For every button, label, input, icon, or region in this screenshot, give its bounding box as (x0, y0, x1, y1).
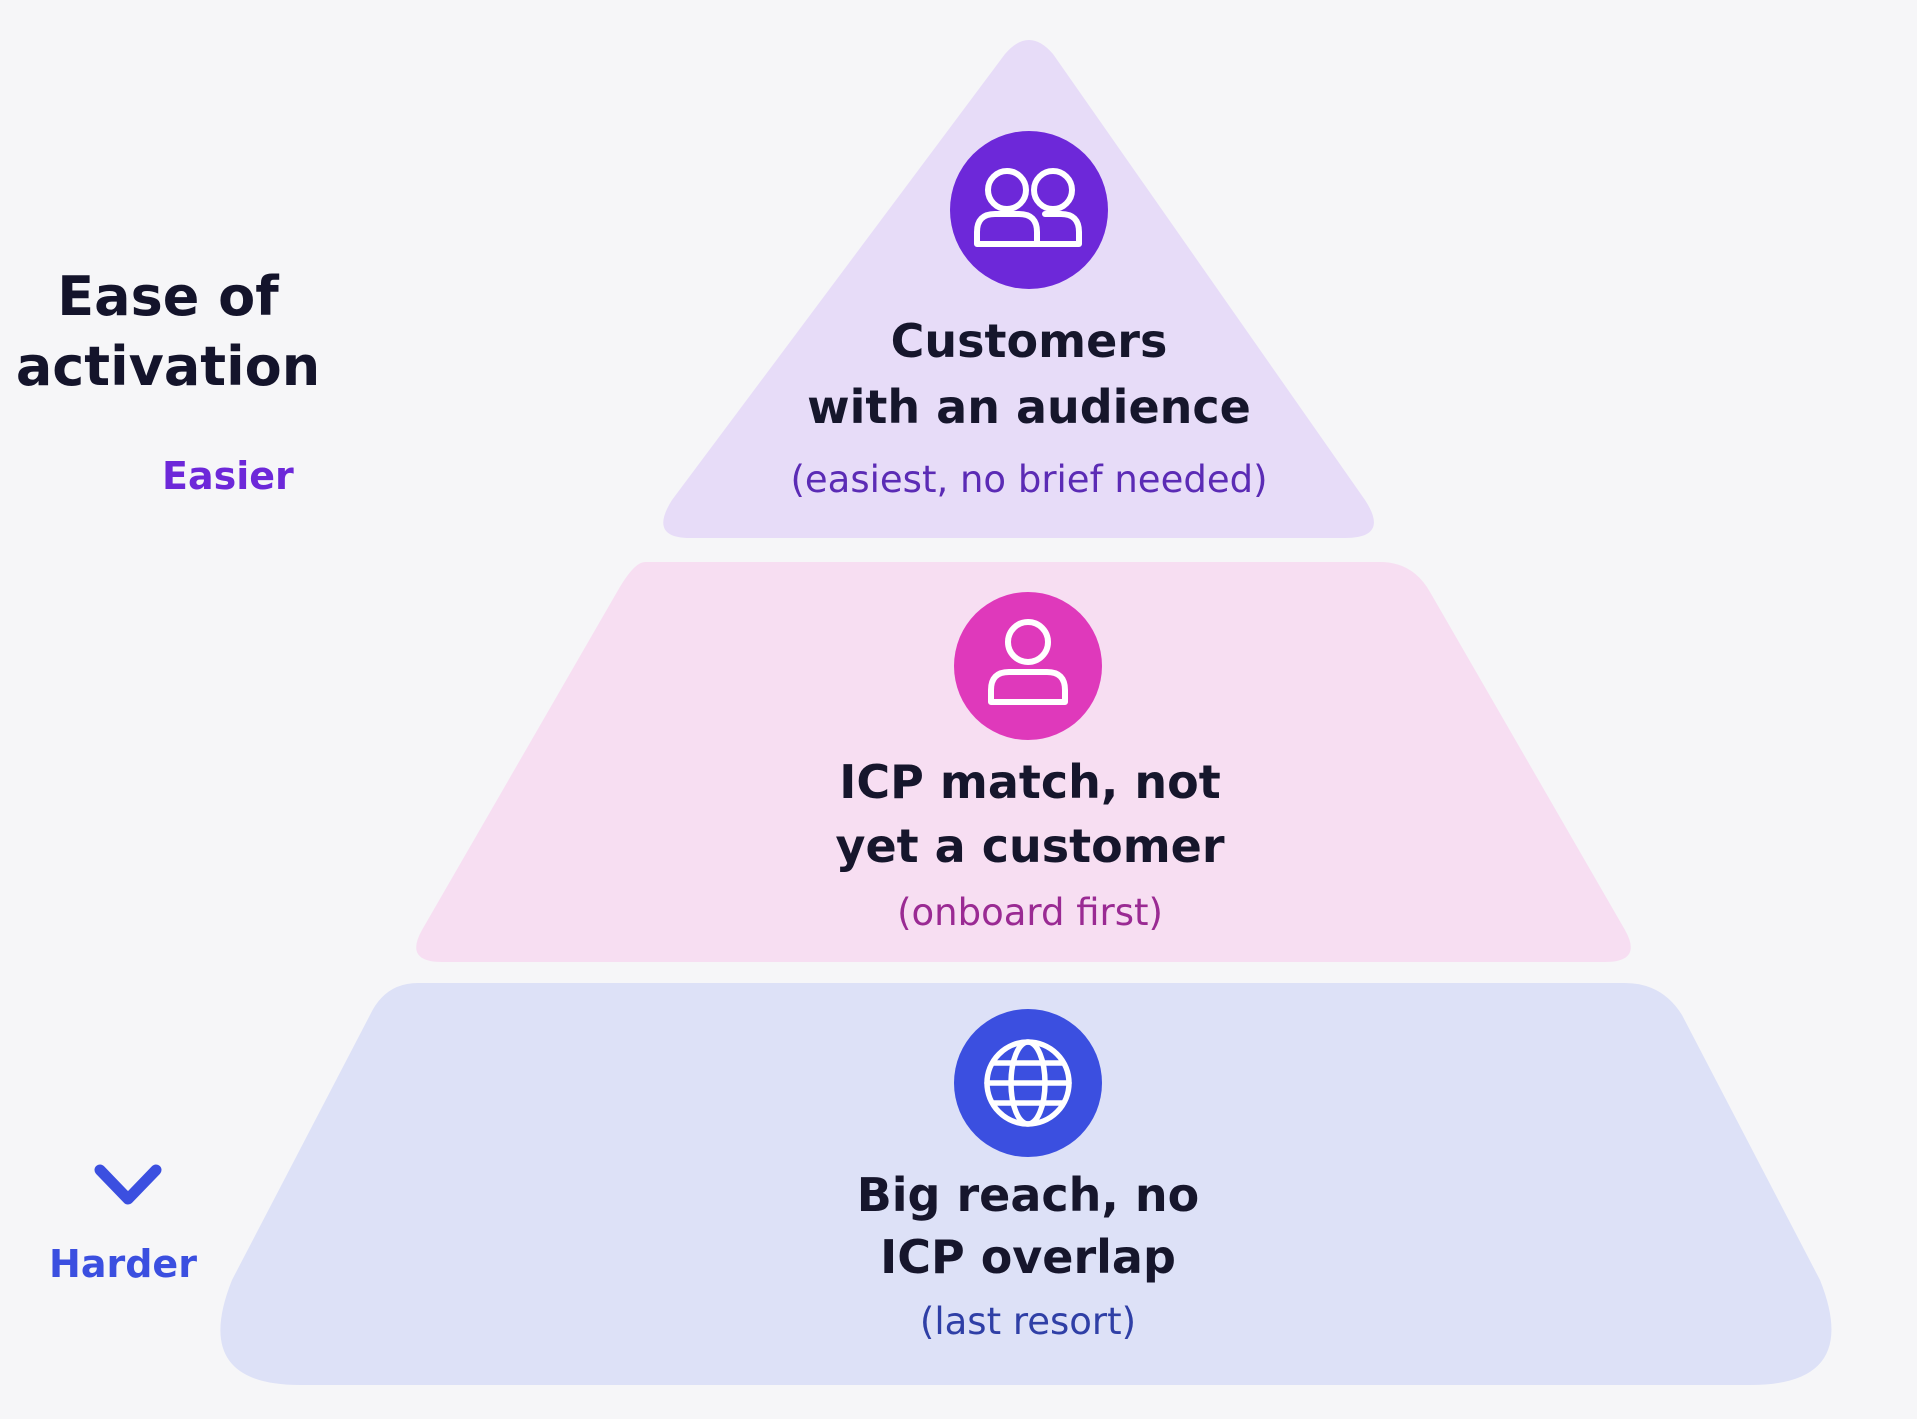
tier-top: Customers with an audience (easiest, no … (663, 40, 1374, 538)
tier-top-shape (663, 40, 1374, 538)
tier-bottom-shape (220, 983, 1832, 1385)
users-icon (974, 168, 1082, 247)
user-icon (988, 619, 1068, 705)
tier-bottom: Big reach, no ICP overlap (last resort) (220, 983, 1832, 1385)
axis-title-line2: activation (16, 335, 320, 398)
tier-middle-title-line1: ICP match, not (839, 755, 1220, 809)
tier-top-title-line2: with an audience (807, 380, 1251, 434)
tier-top-subtitle: (easiest, no brief needed) (790, 458, 1267, 501)
tier-bottom-subtitle: (last resort) (920, 1300, 1136, 1343)
tier-middle-title-line2: yet a customer (835, 819, 1224, 873)
pyramid: Customers with an audience (easiest, no … (220, 40, 1832, 1385)
tier-middle-shape (416, 562, 1631, 962)
tier-bottom-title-line2: ICP overlap (880, 1230, 1176, 1284)
axis-arrow-head-icon (94, 1164, 162, 1205)
tier-bottom-title-line1: Big reach, no (857, 1168, 1200, 1222)
tier-middle-icon-badge (954, 592, 1102, 740)
axis-title-line1: Ease of (57, 265, 279, 328)
tier-top-icon-badge (950, 131, 1108, 289)
axis-top-label: Easier (162, 454, 294, 498)
globe-icon (984, 1039, 1072, 1127)
tier-top-title-line1: Customers (891, 314, 1168, 368)
tier-middle-subtitle: (onboard first) (897, 891, 1163, 934)
axis-bottom-label: Harder (49, 1242, 197, 1286)
activation-axis: Ease of activation Easier Harder (16, 265, 320, 1286)
tier-middle: ICP match, not yet a customer (onboard f… (416, 562, 1631, 962)
